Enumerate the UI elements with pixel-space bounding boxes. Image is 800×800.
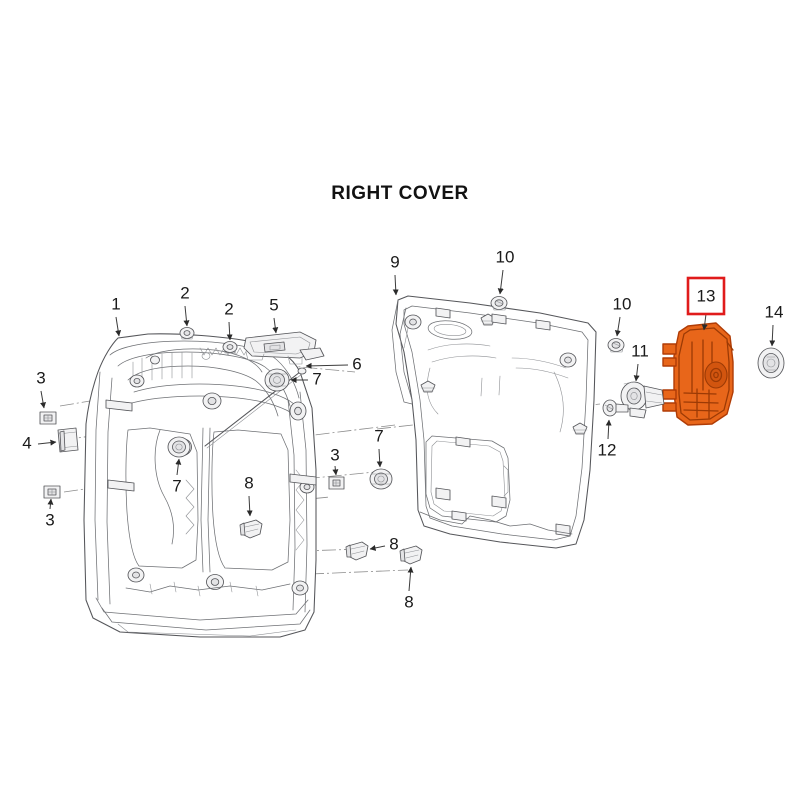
page-title: RIGHT COVER — [331, 183, 469, 204]
part-8-push-pin-rivet-c — [399, 545, 423, 565]
callout-7c: 7 — [374, 426, 383, 445]
part-3-square-clip-b — [43, 485, 61, 499]
callout-8a: 8 — [244, 473, 253, 492]
part-3-square-clip-a — [39, 411, 57, 425]
part-13-right-access-cover-highlighted — [662, 322, 734, 426]
callout-3c: 3 — [330, 445, 339, 464]
part-10-screw-fastener-a — [490, 296, 508, 311]
part-9-bottom-clips — [435, 487, 571, 537]
part-11-hinge-bracket — [620, 381, 665, 419]
part-12-flat-head-screw — [602, 399, 629, 417]
callout-7a: 7 — [312, 369, 321, 388]
callout-10b: 10 — [613, 294, 632, 313]
part-4-rectangular-plug — [57, 427, 79, 453]
callout-11: 11 — [631, 341, 649, 360]
part-14-oval-grommet-plug — [757, 347, 785, 379]
callout-14: 14 — [765, 302, 784, 321]
callout-8c: 8 — [404, 592, 413, 611]
callout-3a: 3 — [36, 368, 45, 387]
part-7-round-grommet-a — [264, 368, 290, 392]
part-8-push-pin-rivet-b — [345, 541, 369, 561]
callout-6: 6 — [352, 354, 361, 373]
callout-3b: 3 — [45, 510, 54, 529]
part-2-nut-fastener-b — [222, 341, 238, 354]
part-1-right-cover-main-panel — [83, 333, 317, 638]
part-10-screw-fastener-b — [607, 338, 625, 353]
callout-leader-lines — [37, 269, 776, 592]
callout-2a: 2 — [180, 283, 189, 302]
callout-5: 5 — [269, 295, 278, 314]
callout-2b: 2 — [224, 299, 233, 318]
callout-9: 9 — [390, 252, 399, 271]
callout-7b: 7 — [172, 476, 181, 495]
callout-8b: 8 — [389, 534, 398, 553]
part-7-round-grommet-b — [167, 436, 191, 458]
part-8-push-pin-rivet-a — [239, 519, 263, 539]
part-2-nut-fastener-a — [179, 327, 195, 340]
part-5-latch-striker-bracket — [243, 331, 325, 365]
selected-part-badge[interactable]: 13 — [686, 276, 726, 316]
callout-4: 4 — [22, 433, 31, 452]
callout-1: 1 — [111, 294, 120, 313]
part-9-inner-trim-panel — [391, 295, 597, 549]
selected-part-badge-label: 13 — [697, 286, 716, 305]
callout-10a: 10 — [496, 247, 515, 266]
callout-12: 12 — [598, 440, 617, 459]
part-3-square-clip-c — [328, 476, 345, 490]
part-7-round-grommet-c — [369, 468, 393, 490]
